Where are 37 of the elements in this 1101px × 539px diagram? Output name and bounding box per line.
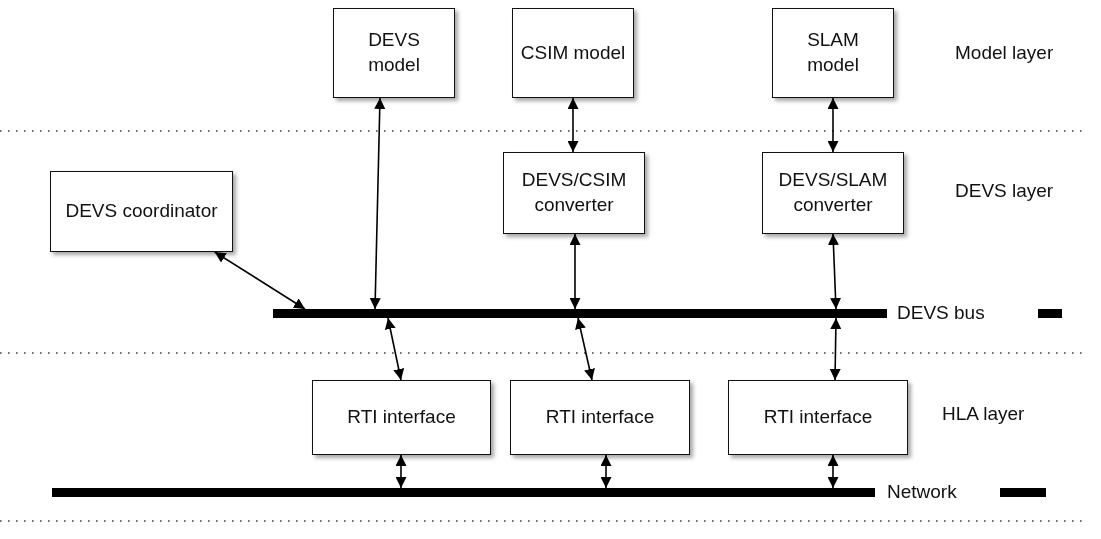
layer-label: Model layer — [955, 42, 1054, 64]
arrow — [827, 233, 842, 310]
component-box — [728, 380, 908, 455]
arrow — [395, 454, 407, 489]
component-box — [772, 8, 894, 98]
component-box — [512, 8, 634, 98]
arrow — [827, 97, 839, 153]
box-label: RTI interface — [544, 405, 656, 430]
arrow — [384, 317, 405, 381]
box-label: DEVS/CSIM converter — [520, 168, 628, 217]
layer-label: HLA layer — [942, 403, 1025, 425]
bus-bar — [52, 488, 875, 497]
box-label: RTI interface — [762, 405, 874, 430]
component-box — [50, 171, 233, 252]
arrow — [567, 97, 579, 153]
arrow — [600, 454, 612, 489]
component-box — [510, 380, 690, 455]
box-label: DEVS coordinator — [64, 199, 219, 224]
arrow — [827, 454, 839, 489]
box-label: CSIM model — [519, 40, 627, 65]
box-label: RTI interface — [346, 405, 457, 430]
layer-label: DEVS layer — [955, 180, 1054, 202]
arrow — [829, 317, 842, 381]
component-box — [312, 380, 491, 455]
component-box — [762, 152, 904, 234]
component-box — [503, 152, 645, 234]
arrow — [569, 233, 581, 310]
arrow — [575, 317, 595, 381]
bus-bar — [273, 309, 887, 318]
bus-label: DEVS bus — [897, 302, 985, 324]
box-label: SLAM model — [806, 28, 860, 77]
box-label: DEVS model — [367, 28, 421, 77]
box-label: DEVS/SLAM converter — [777, 168, 889, 217]
bus-label: Network — [887, 481, 957, 503]
arrow — [213, 251, 306, 310]
arrow — [369, 97, 386, 310]
component-box — [333, 8, 455, 98]
